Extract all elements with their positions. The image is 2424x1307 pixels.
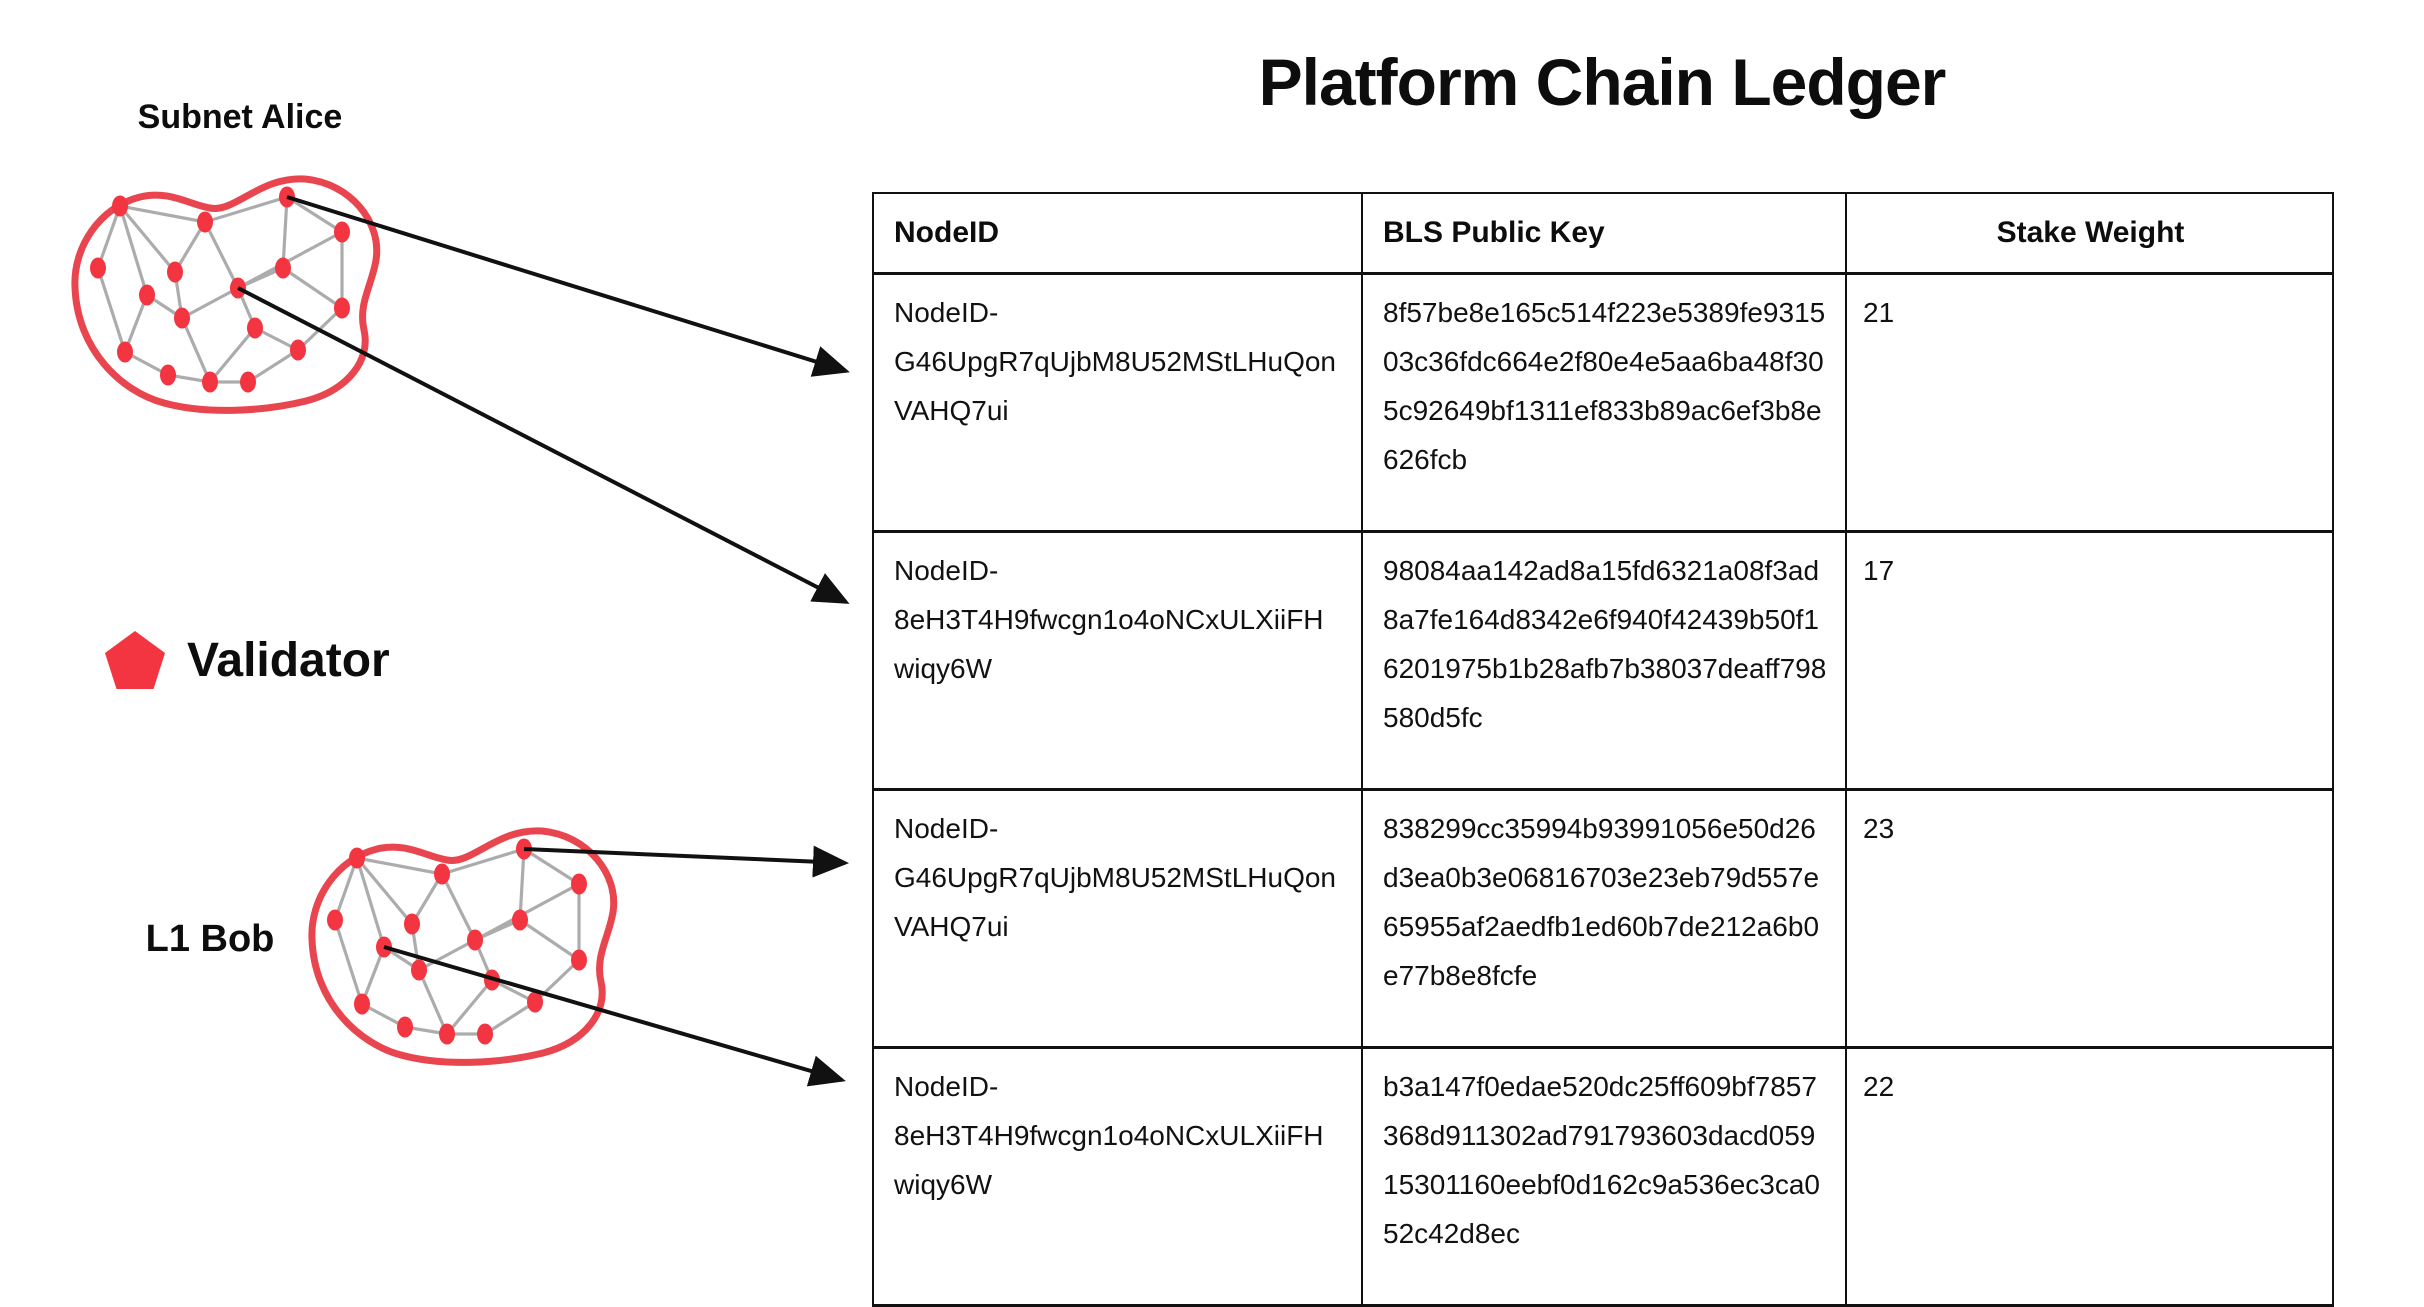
arrow-bob-row3-icon	[523, 845, 849, 878]
nodeid-cell: NodeID-G46UpgR7qUjbM8U52MStLHuQonVAHQ7ui	[872, 272, 1363, 533]
nodeid-cell: NodeID-8eH3T4H9fwcgn1o4oNCxULXiiFHwiqy6W	[872, 1046, 1363, 1307]
connector-arrows	[237, 195, 850, 1087]
nodeid-cell: NodeID-G46UpgR7qUjbM8U52MStLHuQonVAHQ7ui	[872, 788, 1363, 1049]
header-nodeid: NodeID	[872, 192, 1363, 275]
table-row: NodeID-8eH3T4H9fwcgn1o4oNCxULXiiFHwiqy6W…	[872, 1046, 2334, 1307]
nodeid-cell: NodeID-8eH3T4H9fwcgn1o4oNCxULXiiFHwiqy6W	[872, 530, 1363, 791]
table-row: NodeID-G46UpgR7qUjbM8U52MStLHuQonVAHQ7ui…	[872, 272, 2334, 533]
validator-legend: Validator	[103, 630, 390, 690]
table-row: NodeID-G46UpgR7qUjbM8U52MStLHuQonVAHQ7ui…	[872, 788, 2334, 1049]
bls-key-cell: 8f57be8e165c514f223e5389fe931503c36fdc66…	[1361, 272, 1847, 533]
bls-key-cell: b3a147f0edae520dc25ff609bf7857368d911302…	[1361, 1046, 1847, 1307]
arrow-alice-row1-icon	[286, 195, 850, 377]
subnet-alice-label: Subnet Alice	[137, 98, 343, 136]
header-bls-public-key: BLS Public Key	[1361, 192, 1847, 275]
pentagon-icon	[105, 631, 165, 689]
stake-weight-cell: 21	[1845, 272, 2334, 533]
platform-chain-ledger-table: NodeID BLS Public Key Stake Weight NodeI…	[872, 192, 2334, 1307]
l1-bob-network	[312, 831, 614, 1063]
page-title: Platform Chain Ledger	[1258, 45, 1947, 119]
header-stake-weight: Stake Weight	[1845, 192, 2334, 275]
bls-key-cell: 98084aa142ad8a15fd6321a08f3ad8a7fe164d83…	[1361, 530, 1847, 791]
validator-legend-label: Validator	[187, 633, 390, 687]
bls-key-cell: 838299cc35994b93991056e50d26d3ea0b3e0681…	[1361, 788, 1847, 1049]
table-row: NodeID-8eH3T4H9fwcgn1o4oNCxULXiiFHwiqy6W…	[872, 530, 2334, 791]
stake-weight-cell: 17	[1845, 530, 2334, 791]
arrow-bob-row4-icon	[383, 945, 846, 1087]
table-header-row: NodeID BLS Public Key Stake Weight	[872, 192, 2334, 275]
arrow-alice-row2-icon	[237, 286, 850, 604]
subnet-alice-network	[75, 179, 377, 411]
stake-weight-cell: 22	[1845, 1046, 2334, 1307]
stake-weight-cell: 23	[1845, 788, 2334, 1049]
l1-bob-label: L1 Bob	[145, 918, 275, 960]
